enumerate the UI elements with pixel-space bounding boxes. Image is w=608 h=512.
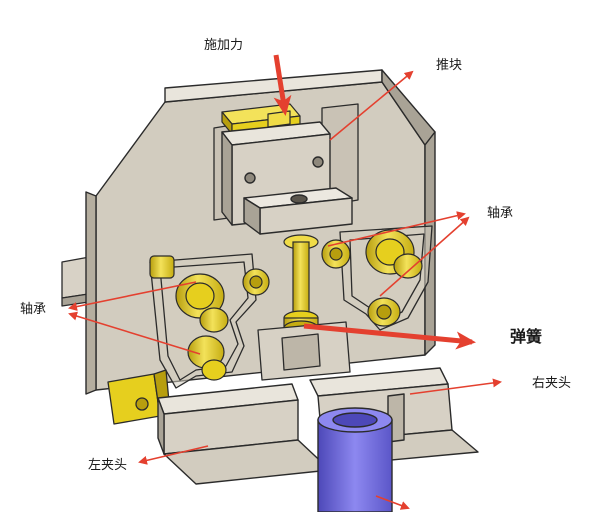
arrow-bearing-left-a: [68, 281, 197, 311]
label-spring: 弹簧: [510, 327, 543, 346]
arrow-bearing-left-b: [68, 311, 201, 355]
label-bearing-left: 轴承: [20, 302, 47, 317]
label-bearing-right: 轴承: [487, 206, 514, 221]
arrow-push-block: [329, 70, 414, 141]
label-force: 施加力: [204, 38, 244, 53]
arrow-left-clamp: [138, 445, 209, 465]
bearing-right-upper: [321, 229, 423, 279]
left-clamp-head: [157, 383, 331, 485]
workpiece-cylinder: [317, 407, 393, 512]
arrow-force: [273, 54, 292, 116]
bearing-left-nut: [242, 268, 270, 296]
arrow-spring: [303, 323, 476, 350]
label-left-clamp: 左夹头: [88, 458, 128, 473]
arrow-bearing-right-b: [379, 216, 470, 297]
bearing-left-lower: [187, 335, 227, 381]
arrow-workpiece: [375, 495, 410, 510]
bearing-right-lower: [367, 297, 401, 327]
label-push-block: 推块: [436, 58, 463, 73]
arrow-bearing-right-a: [327, 211, 466, 247]
arrow-right-clamp: [409, 378, 502, 395]
label-right-clamp: 右夹头: [532, 376, 572, 391]
central-slide: [257, 321, 351, 381]
bearing-left-upper: [149, 255, 229, 333]
spring-seat-block: [243, 187, 353, 235]
callout-arrows: [68, 70, 502, 510]
